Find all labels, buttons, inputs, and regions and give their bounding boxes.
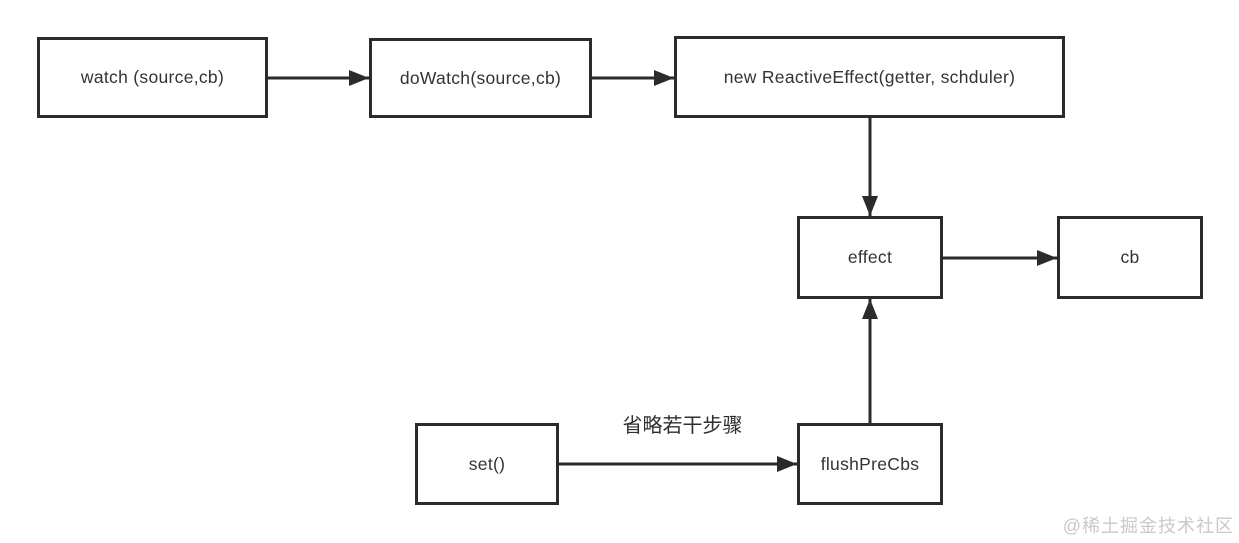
edge-label-omitted-steps: 省略若干步骤 (622, 415, 743, 437)
node-set: set() (415, 423, 559, 505)
node-reactive-effect-label: new ReactiveEffect(getter, schduler) (723, 66, 1016, 87)
node-flush-pre-cbs: flushPreCbs (797, 423, 943, 505)
node-watch-label: watch (source,cb) (80, 67, 225, 87)
node-reactive-effect: new ReactiveEffect(getter, schduler) (674, 36, 1065, 118)
node-flush-pre-cbs-label: flushPreCbs (820, 453, 920, 474)
node-set-label: set() (468, 453, 506, 474)
node-dowatch-label: doWatch(source,cb) (399, 67, 562, 88)
node-effect-label: effect (847, 247, 893, 267)
node-effect: effect (797, 216, 943, 299)
node-dowatch: doWatch(source,cb) (369, 38, 592, 118)
watermark-text: @稀土掘金技术社区 (1062, 516, 1234, 536)
node-cb-label: cb (1120, 247, 1140, 267)
node-watch: watch (source,cb) (37, 37, 268, 118)
node-cb: cb (1057, 216, 1203, 299)
